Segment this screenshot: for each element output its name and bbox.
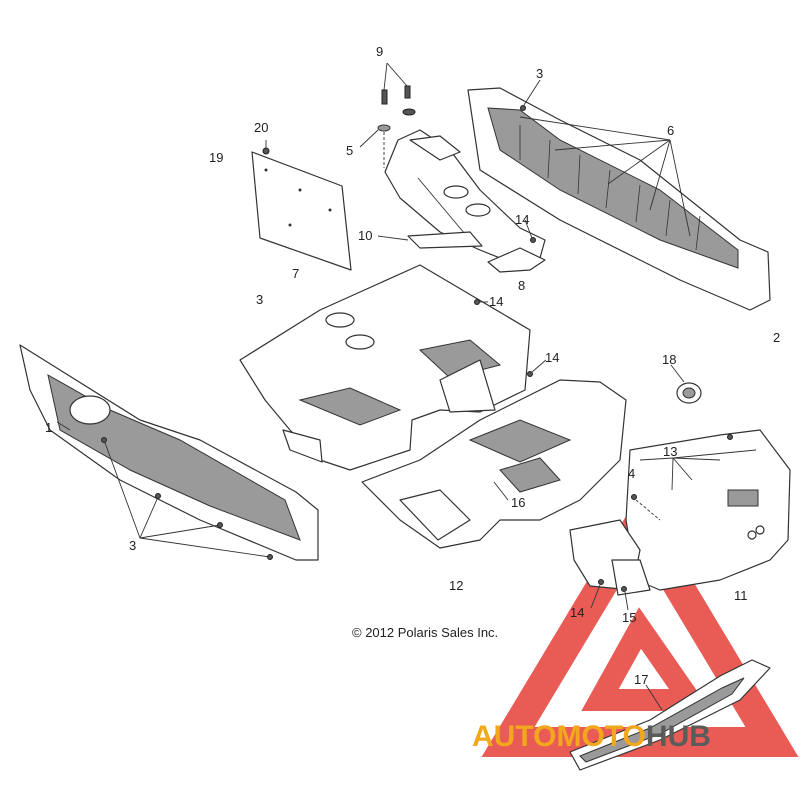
callout-7: 7	[292, 266, 299, 281]
callout-12: 12	[449, 578, 463, 593]
part-8-center-console	[384, 129, 546, 273]
part-11-firewall	[569, 429, 791, 596]
callout-20: 20	[254, 120, 268, 135]
part-12-front-floor	[361, 379, 627, 549]
callout-5: 5	[346, 143, 353, 158]
misc-small-fasteners	[474, 219, 629, 611]
callout-1: 1	[45, 420, 52, 435]
callout-16: 16	[511, 495, 525, 510]
callout-15: 15	[622, 610, 636, 625]
callout-10: 10	[358, 228, 372, 243]
callout-6: 6	[667, 123, 674, 138]
part-2-right-rocker	[467, 87, 771, 311]
part-18-grommet	[670, 364, 702, 404]
part-20-fastener	[262, 140, 270, 155]
callout-3-top: 3	[536, 66, 543, 81]
part-7-floor-tub	[239, 264, 531, 471]
callout-13: 13	[663, 444, 677, 459]
callout-4: 4	[628, 466, 635, 481]
copyright-notice: © 2012 Polaris Sales Inc.	[352, 625, 498, 640]
callout-8: 8	[518, 278, 525, 293]
callout-3-tub: 3	[256, 292, 263, 307]
callout-labels: 1 2 3 3 3 4 5 6 7 8 9 10 11 12 13 14 14 …	[45, 44, 780, 687]
watermark-text-primary: AUTOMOTO	[472, 720, 646, 753]
part-9-5-fasteners	[359, 62, 416, 168]
watermark-text-secondary: HUB	[646, 720, 711, 753]
part-13-fastener-leaders	[639, 434, 757, 491]
callout-14-tub: 14	[489, 294, 503, 309]
watermark-text: AUTOMOTOHUB	[472, 720, 711, 753]
callout-17: 17	[634, 672, 648, 687]
callout-18: 18	[662, 352, 676, 367]
callout-11: 11	[734, 588, 748, 603]
callout-2: 2	[773, 330, 780, 345]
part-19-panel	[251, 151, 352, 271]
part-3-top-fastener	[520, 79, 541, 111]
callout-14-firewall: 14	[570, 605, 584, 620]
callout-14-floor: 14	[545, 350, 559, 365]
part-10-bracket	[377, 231, 483, 249]
part-1-left-rocker	[19, 344, 319, 561]
part-17-trim-strip	[569, 659, 771, 771]
part-4-fastener	[631, 494, 661, 521]
callout-14-console: 14	[515, 212, 529, 227]
part-3-lower-fasteners	[101, 437, 273, 560]
part-6-fastener-leaders	[519, 116, 691, 237]
callout-19: 19	[209, 150, 223, 165]
callout-9: 9	[376, 44, 383, 59]
callout-3-lower: 3	[129, 538, 136, 553]
